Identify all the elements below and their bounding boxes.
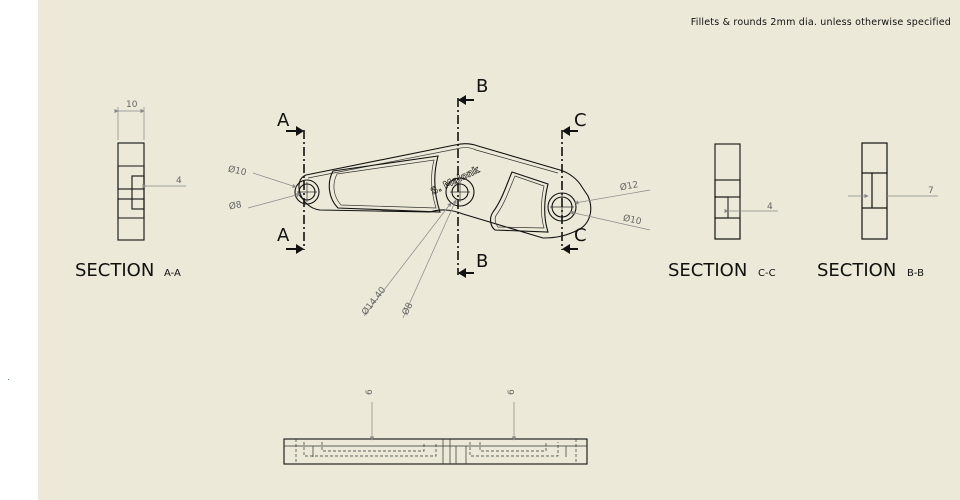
- cut-label-c-top: C: [574, 110, 587, 131]
- section-b-b-view: 7 SECTION B-B: [817, 142, 938, 281]
- general-note: Fillets & rounds 2mm dia. unless otherwi…: [690, 17, 951, 28]
- dim-center-outer: Ø14.40: [359, 285, 388, 318]
- dim-left-outer: Ø10: [227, 164, 248, 179]
- section-a-a-label: A-A: [164, 268, 181, 279]
- drawing-sheet: Fillets & rounds 2mm dia. unless otherwi…: [38, 0, 960, 500]
- cut-label-a-bottom: A: [277, 225, 290, 246]
- dim-left-inner: Ø8: [228, 199, 243, 212]
- top-view: S. Malonk A A B B C C: [227, 76, 651, 319]
- front-view: 6 6: [283, 389, 588, 465]
- dim-center-inner: Ø8: [400, 300, 416, 317]
- cut-label-a-top: A: [277, 110, 290, 131]
- section-b-b-label: B-B: [907, 268, 924, 279]
- cut-label-b-top: B: [476, 76, 488, 97]
- dim-cc-depth: 4: [767, 202, 773, 212]
- section-a-a-view: 10 4 SECTION A-A: [75, 100, 186, 281]
- dim-aa-depth: 4: [176, 176, 182, 186]
- dim-right-outer: Ø12: [619, 179, 639, 193]
- dim-right-inner: Ø10: [622, 213, 643, 228]
- section-b-b-title: SECTION: [817, 260, 896, 281]
- section-c-c-view: 4 SECTION C-C: [668, 143, 778, 281]
- section-c-c-title: SECTION: [668, 260, 747, 281]
- cut-label-b-bottom: B: [476, 251, 488, 272]
- section-c-c-label: C-C: [758, 268, 776, 279]
- dim-front-right: 6: [507, 389, 517, 395]
- drawing-canvas: 10 4 SECTION A-A: [75, 76, 938, 465]
- stray-dot: [8, 379, 9, 380]
- dim-front-left: 6: [365, 389, 375, 395]
- cut-label-c-bottom: C: [574, 225, 587, 246]
- dim-aa-width: 10: [126, 100, 138, 110]
- section-a-a-title: SECTION: [75, 260, 154, 281]
- dim-bb-depth: 7: [928, 186, 934, 196]
